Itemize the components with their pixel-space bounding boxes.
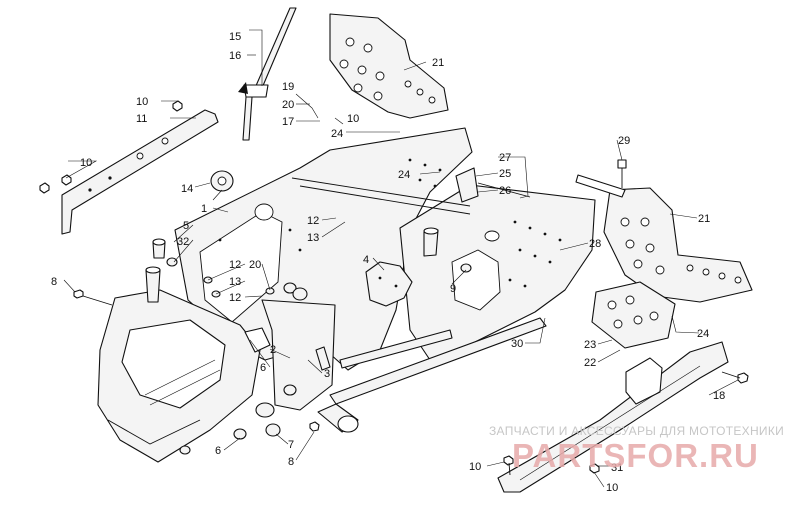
callout-32: 32 <box>177 236 189 248</box>
leader-lines <box>63 29 739 488</box>
callout-14: 14 <box>181 183 193 195</box>
lower-plate <box>591 281 676 349</box>
bolt-29 <box>617 159 627 188</box>
steering-column <box>244 299 336 418</box>
callout-15: 15 <box>229 31 241 43</box>
callout-16: 16 <box>229 50 241 62</box>
callout-10: 10 <box>136 96 148 108</box>
bushings-bottom <box>179 421 320 455</box>
callout-31: 31 <box>611 462 623 474</box>
callout-6: 6 <box>215 445 221 457</box>
callout-22: 22 <box>584 357 596 369</box>
bolt-8-left <box>73 289 113 306</box>
rear-skid-plate <box>575 174 753 303</box>
callout-21: 21 <box>432 57 444 69</box>
callout-25: 25 <box>499 168 511 180</box>
spindle-cup <box>145 238 178 303</box>
bolt-top-left <box>172 100 183 112</box>
callout-23: 23 <box>584 339 596 351</box>
callout-24: 24 <box>331 128 343 140</box>
callout-30: 30 <box>511 338 523 350</box>
callout-27: 27 <box>499 152 511 164</box>
callout-20: 20 <box>282 99 294 111</box>
callout-28: 28 <box>589 238 601 250</box>
callout-2: 2 <box>270 344 276 356</box>
callout-8: 8 <box>51 276 57 288</box>
upper-brace <box>61 109 219 235</box>
bracket-25-26 <box>455 167 531 203</box>
watermark-logo: PARTSFOR.RU <box>512 437 759 474</box>
callout-29: 29 <box>618 135 630 147</box>
callout-8: 8 <box>288 456 294 468</box>
callout-24: 24 <box>398 169 410 181</box>
side-rail <box>497 341 749 493</box>
callout-12: 12 <box>229 259 241 271</box>
front-nose <box>97 289 261 463</box>
callout-10: 10 <box>469 461 481 473</box>
callout-26: 26 <box>499 185 511 197</box>
callout-10: 10 <box>347 113 359 125</box>
callout-21: 21 <box>698 213 710 225</box>
upper-skid-plate <box>329 13 449 119</box>
frame-rivets <box>218 158 562 288</box>
bolt-left <box>39 174 72 194</box>
callout-10: 10 <box>606 482 618 494</box>
watermark-tagline: ЗАПЧАСТИ И АКСЕССУАРЫ ДЛЯ МОТОТЕХНИКИ <box>489 424 785 438</box>
callout-18: 18 <box>713 390 725 402</box>
callout-13: 13 <box>229 276 241 288</box>
steering-post <box>238 7 297 141</box>
callout-9: 9 <box>450 283 456 295</box>
callout-5: 5 <box>183 220 189 232</box>
bearing-14 <box>210 170 234 192</box>
callout-20: 20 <box>249 259 261 271</box>
callout-17: 17 <box>282 116 294 128</box>
callout-13: 13 <box>307 232 319 244</box>
callout-11: 11 <box>136 113 147 125</box>
main-frame <box>174 127 596 433</box>
callout-3: 3 <box>324 368 330 380</box>
callout-7: 7 <box>288 439 294 451</box>
callout-4: 4 <box>363 254 369 266</box>
boss-28 <box>423 227 472 273</box>
callout-labels: 15 16 10 11 10 14 1 5 32 8 12 20 13 12 1… <box>51 31 725 494</box>
callout-12: 12 <box>229 292 241 304</box>
callout-1: 1 <box>201 203 207 215</box>
gusset-plate <box>365 261 413 307</box>
callout-10: 10 <box>80 157 92 169</box>
callout-6: 6 <box>260 362 266 374</box>
callout-19: 19 <box>282 81 294 93</box>
callout-12: 12 <box>307 215 319 227</box>
callout-24: 24 <box>697 328 709 340</box>
